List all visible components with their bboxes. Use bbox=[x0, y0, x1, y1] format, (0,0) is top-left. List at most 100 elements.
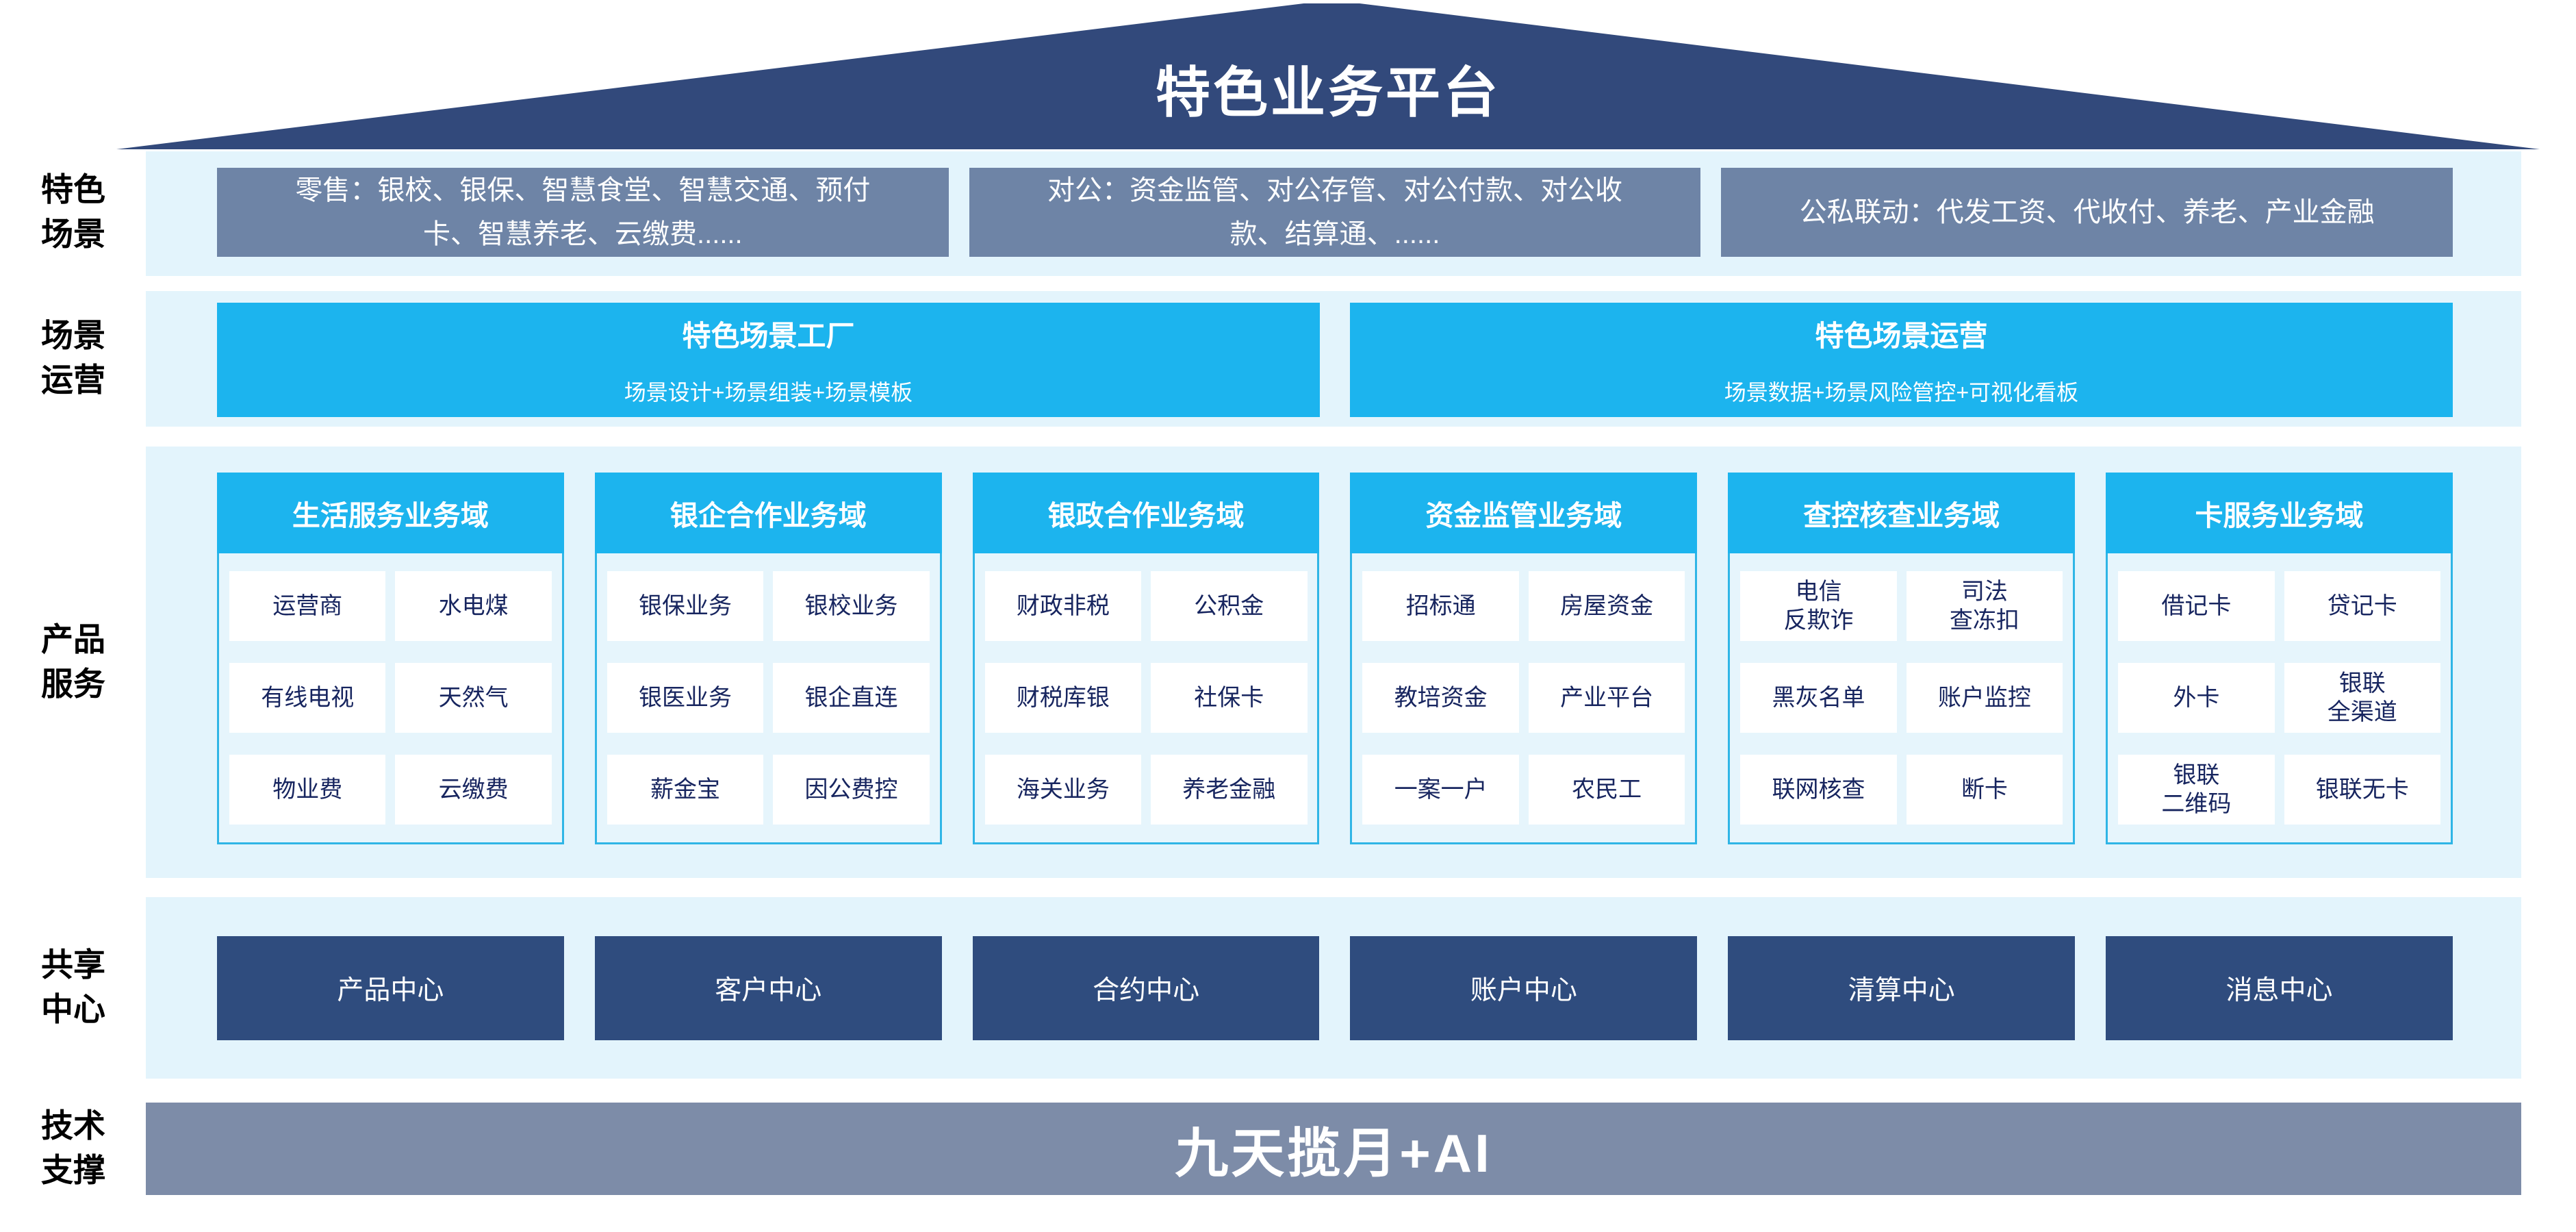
product-cell: 银联 二维码 bbox=[2118, 755, 2275, 825]
product-center-box: 产品中心 bbox=[217, 936, 564, 1040]
domain-header: 资金监管业务域 bbox=[1350, 473, 1698, 553]
scene-operation-title: 特色场景运营 bbox=[1815, 320, 1988, 352]
sharing-band: 产品中心 客户中心 合约中心 账户中心 清算中心 消息中心 bbox=[146, 897, 2521, 1079]
product-cell: 社保卡 bbox=[1151, 663, 1308, 733]
product-cell: 因公费控 bbox=[773, 755, 930, 825]
cell-row: 物业费 云缴费 bbox=[229, 755, 552, 825]
contract-center-box: 合约中心 bbox=[972, 936, 1320, 1040]
domain-body: 招标通 房屋资金 教培资金 产业平台 一案一户 农民工 bbox=[1350, 553, 1698, 844]
product-cell: 养老金融 bbox=[1151, 755, 1308, 825]
product-cell: 账户监控 bbox=[1906, 663, 2063, 733]
product-cell: 招标通 bbox=[1362, 571, 1519, 641]
cell-row: 银联 二维码 银联无卡 bbox=[2118, 755, 2440, 825]
product-cell: 有线电视 bbox=[229, 663, 386, 733]
cell-row: 联网核查 断卡 bbox=[1740, 755, 2063, 825]
domain-header: 银政合作业务域 bbox=[972, 473, 1320, 553]
row-label-products: 产品 服务 bbox=[41, 621, 105, 702]
domain-column-bank-government: 银政合作业务域 财政非税 公积金 财税库银 社保卡 海关业务 养老金融 bbox=[972, 473, 1320, 844]
domain-header: 生活服务业务域 bbox=[217, 473, 564, 553]
cell-row: 招标通 房屋资金 bbox=[1362, 571, 1685, 641]
customer-center-box: 客户中心 bbox=[594, 936, 942, 1040]
tech-band: 九天揽月+AI bbox=[146, 1103, 2521, 1195]
product-cell: 云缴费 bbox=[395, 755, 552, 825]
product-cell: 外卡 bbox=[2118, 663, 2275, 733]
row-label-scene: 特色 场景 bbox=[41, 171, 105, 252]
product-cell: 教培资金 bbox=[1362, 663, 1519, 733]
scene-band: 零售：银校、银保、智慧食堂、智慧交通、预付卡、智慧养老、云缴费...... 对公… bbox=[146, 151, 2521, 276]
row-label-sharing: 共享 中心 bbox=[41, 946, 105, 1027]
product-cell: 借记卡 bbox=[2118, 571, 2275, 641]
product-cell: 银联 全渠道 bbox=[2284, 663, 2440, 733]
message-center-box: 消息中心 bbox=[2106, 936, 2453, 1040]
operation-band: 特色场景工厂 场景设计+场景组装+场景模板 特色场景运营 场景数据+场景风险管控… bbox=[146, 291, 2521, 427]
product-cell: 运营商 bbox=[229, 571, 386, 641]
scene-operation-box: 特色场景运营 场景数据+场景风险管控+可视化看板 bbox=[1350, 303, 2453, 417]
cell-row: 外卡 银联 全渠道 bbox=[2118, 663, 2440, 733]
cell-row: 薪金宝 因公费控 bbox=[607, 755, 930, 825]
domain-body: 电信 反欺诈 司法 查冻扣 黑灰名单 账户监控 联网核查 断卡 bbox=[1728, 553, 2076, 844]
domain-header: 卡服务业务域 bbox=[2106, 473, 2453, 553]
domain-body: 财政非税 公积金 财税库银 社保卡 海关业务 养老金融 bbox=[972, 553, 1320, 844]
cell-row: 教培资金 产业平台 bbox=[1362, 663, 1685, 733]
domain-column-fund-supervision: 资金监管业务域 招标通 房屋资金 教培资金 产业平台 一案一户 农民工 bbox=[1350, 473, 1698, 844]
domain-column-bank-enterprise: 银企合作业务域 银保业务 银校业务 银医业务 银企直连 薪金宝 因公费控 bbox=[594, 473, 942, 844]
scene-factory-box: 特色场景工厂 场景设计+场景组装+场景模板 bbox=[217, 303, 1320, 417]
product-cell: 银校业务 bbox=[773, 571, 930, 641]
product-cell: 物业费 bbox=[229, 755, 386, 825]
cell-row: 银医业务 银企直连 bbox=[607, 663, 930, 733]
domain-body: 运营商 水电煤 有线电视 天然气 物业费 云缴费 bbox=[217, 553, 564, 844]
domain-column-life-services: 生活服务业务域 运营商 水电煤 有线电视 天然气 物业费 云缴费 bbox=[217, 473, 564, 844]
scene-factory-subtitle: 场景设计+场景组装+场景模板 bbox=[624, 380, 913, 405]
account-center-box: 账户中心 bbox=[1350, 936, 1698, 1040]
product-cell: 海关业务 bbox=[984, 755, 1142, 825]
products-band: 生活服务业务域 运营商 水电煤 有线电视 天然气 物业费 云缴费 银企合作业务域 bbox=[146, 447, 2521, 878]
scene-box-public-private-linkage: 公私联动：代发工资、代收付、养老、产业金融 bbox=[1721, 168, 2453, 257]
row-label-operation: 场景 运营 bbox=[41, 317, 105, 398]
domain-column-inquiry-control: 查控核查业务域 电信 反欺诈 司法 查冻扣 黑灰名单 账户监控 联网核查 断卡 bbox=[1728, 473, 2076, 844]
product-cell: 司法 查冻扣 bbox=[1906, 571, 2063, 641]
domain-body: 银保业务 银校业务 银医业务 银企直连 薪金宝 因公费控 bbox=[594, 553, 942, 844]
tech-platform-title: 九天揽月+AI bbox=[1175, 1122, 1492, 1183]
product-cell: 财税库银 bbox=[984, 663, 1142, 733]
cell-row: 一案一户 农民工 bbox=[1362, 755, 1685, 825]
product-cell: 银医业务 bbox=[607, 663, 764, 733]
product-cell: 电信 反欺诈 bbox=[1740, 571, 1897, 641]
cell-row: 运营商 水电煤 bbox=[229, 571, 552, 641]
domain-body: 借记卡 贷记卡 外卡 银联 全渠道 银联 二维码 银联无卡 bbox=[2106, 553, 2453, 844]
cell-row: 电信 反欺诈 司法 查冻扣 bbox=[1740, 571, 2063, 641]
scene-operation-subtitle: 场景数据+场景风险管控+可视化看板 bbox=[1724, 380, 2079, 405]
scene-box-corporate: 对公：资金监管、对公存管、对公付款、对公收款、结算通、...... bbox=[969, 168, 1701, 257]
cell-row: 财政非税 公积金 bbox=[984, 571, 1308, 641]
product-cell: 水电煤 bbox=[395, 571, 552, 641]
product-cell: 天然气 bbox=[395, 663, 552, 733]
product-cell: 财政非税 bbox=[984, 571, 1142, 641]
cell-row: 财税库银 社保卡 bbox=[984, 663, 1308, 733]
clearing-center-box: 清算中心 bbox=[1728, 936, 2076, 1040]
product-cell: 银保业务 bbox=[607, 571, 764, 641]
cell-row: 有线电视 天然气 bbox=[229, 663, 552, 733]
domain-column-card-services: 卡服务业务域 借记卡 贷记卡 外卡 银联 全渠道 银联 二维码 银联无卡 bbox=[2106, 473, 2453, 844]
cell-row: 黑灰名单 账户监控 bbox=[1740, 663, 2063, 733]
platform-title: 特色业务平台 bbox=[1156, 62, 1501, 123]
product-cell: 贷记卡 bbox=[2284, 571, 2440, 641]
product-cell: 银联无卡 bbox=[2284, 755, 2440, 825]
product-cell: 一案一户 bbox=[1362, 755, 1519, 825]
scene-factory-title: 特色场景工厂 bbox=[682, 320, 855, 352]
product-cell: 断卡 bbox=[1906, 755, 2063, 825]
product-cell: 公积金 bbox=[1151, 571, 1308, 641]
cell-row: 银保业务 银校业务 bbox=[607, 571, 930, 641]
product-cell: 薪金宝 bbox=[607, 755, 764, 825]
product-cell: 联网核查 bbox=[1740, 755, 1897, 825]
cell-row: 借记卡 贷记卡 bbox=[2118, 571, 2440, 641]
product-cell: 农民工 bbox=[1528, 755, 1685, 825]
product-cell: 产业平台 bbox=[1528, 663, 1685, 733]
cell-row: 海关业务 养老金融 bbox=[984, 755, 1308, 825]
roof-banner: 特色业务平台 bbox=[116, 3, 2540, 149]
product-cell: 黑灰名单 bbox=[1740, 663, 1897, 733]
row-label-tech: 技术 支撑 bbox=[41, 1107, 105, 1188]
product-cell: 房屋资金 bbox=[1528, 571, 1685, 641]
scene-box-retail: 零售：银校、银保、智慧食堂、智慧交通、预付卡、智慧养老、云缴费...... bbox=[217, 168, 949, 257]
domain-header: 查控核查业务域 bbox=[1728, 473, 2076, 553]
product-cell: 银企直连 bbox=[773, 663, 930, 733]
